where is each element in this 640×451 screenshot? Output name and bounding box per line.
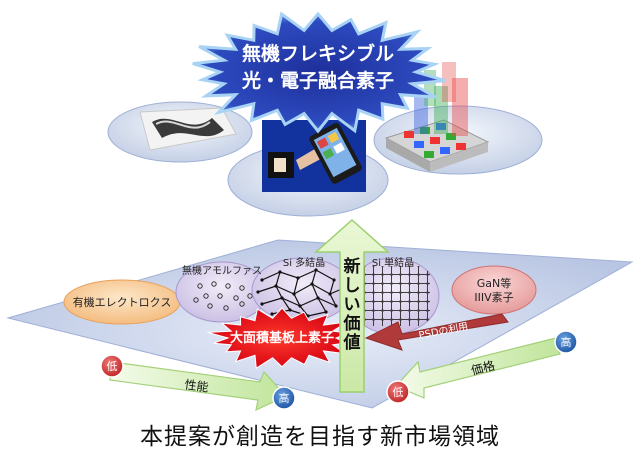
poly-si-node xyxy=(332,278,336,282)
new-value-char-5: 値 xyxy=(343,332,361,353)
amorphous-dot xyxy=(223,305,229,311)
poly-si-node xyxy=(296,276,300,280)
price-low-circle xyxy=(386,380,410,404)
poly-si-node xyxy=(316,296,320,300)
poly-si-node xyxy=(298,304,302,308)
poly-si-node xyxy=(334,304,338,308)
poly-si-node xyxy=(274,284,278,288)
label-single-si: Si 単結晶 xyxy=(372,256,414,269)
gan-ellipse xyxy=(451,265,537,315)
poly-si-node xyxy=(288,308,292,312)
diagram-caption: 本提案が創造を目指す新市場領域 xyxy=(140,424,500,450)
poly-si-node xyxy=(278,270,282,274)
poly-si-node xyxy=(256,290,260,294)
amorphous-dots xyxy=(193,281,253,311)
label-price: 価格 xyxy=(469,357,496,377)
price-low-label: 低 xyxy=(393,386,404,399)
poly-si-node xyxy=(310,282,314,286)
poly-si-node xyxy=(328,292,332,296)
poly-si-node xyxy=(314,268,318,272)
price-high-circle xyxy=(554,330,578,354)
label-organic: 有機エレクトロクス xyxy=(73,295,172,309)
poly-si-node xyxy=(260,302,264,306)
amorphous-dot xyxy=(203,293,209,299)
new-value-char-1: 新 xyxy=(344,256,361,277)
amorphous-dot xyxy=(217,293,223,299)
label-amorphous: 無機アモルファス xyxy=(182,264,262,277)
amorphous-dot xyxy=(193,297,199,303)
poly-si-nodes xyxy=(256,268,346,318)
performance-low-circle xyxy=(100,354,124,378)
single-si-lattice xyxy=(356,266,430,326)
amorphous-dot xyxy=(239,285,245,291)
performance-high-label: 高 xyxy=(279,391,290,405)
amorphous-dot xyxy=(233,295,239,301)
price-arrow xyxy=(394,337,561,399)
new-value-char-3: い xyxy=(344,295,361,315)
label-large-area: 大面積基板上素子 xyxy=(230,330,334,346)
flexible-phone-photo xyxy=(262,120,366,192)
title-burst-line1: 無機フレキシブル xyxy=(242,42,394,65)
amorphous-dot xyxy=(225,283,231,289)
title-burst xyxy=(192,11,446,134)
poly-si-node xyxy=(324,310,328,314)
new-value-char-2: し xyxy=(344,276,361,296)
poly-si-node xyxy=(280,296,284,300)
label-new-value: 新 し い 価 値 xyxy=(343,256,361,353)
label-gan-line2: IIIV素子 xyxy=(474,291,513,304)
psd-arrow xyxy=(364,313,509,351)
new-value-arrow xyxy=(314,218,390,393)
performance-low-label: 低 xyxy=(107,360,118,373)
new-value-char-4: 価 xyxy=(343,313,361,334)
label-performance: 性能 xyxy=(184,377,210,394)
performance-arrow xyxy=(109,361,287,412)
label-poly-si: Si 多結晶 xyxy=(283,256,325,269)
amorphous-dot xyxy=(211,281,217,287)
performance-high-circle xyxy=(272,386,296,410)
amorphous-dot xyxy=(197,283,203,289)
amorphous-dot xyxy=(247,293,253,299)
poly-si-node xyxy=(292,292,296,296)
poly-si-node xyxy=(270,312,274,316)
title-burst-line2: 光・電子融合素子 xyxy=(241,69,394,92)
amorphous-dot xyxy=(207,303,213,309)
price-high-label: 高 xyxy=(561,335,572,349)
label-gan-line1: GaN等 xyxy=(477,276,512,290)
flexible-strip-image xyxy=(139,107,237,151)
amorphous-dot xyxy=(239,301,245,307)
poly-si-node xyxy=(260,278,264,282)
